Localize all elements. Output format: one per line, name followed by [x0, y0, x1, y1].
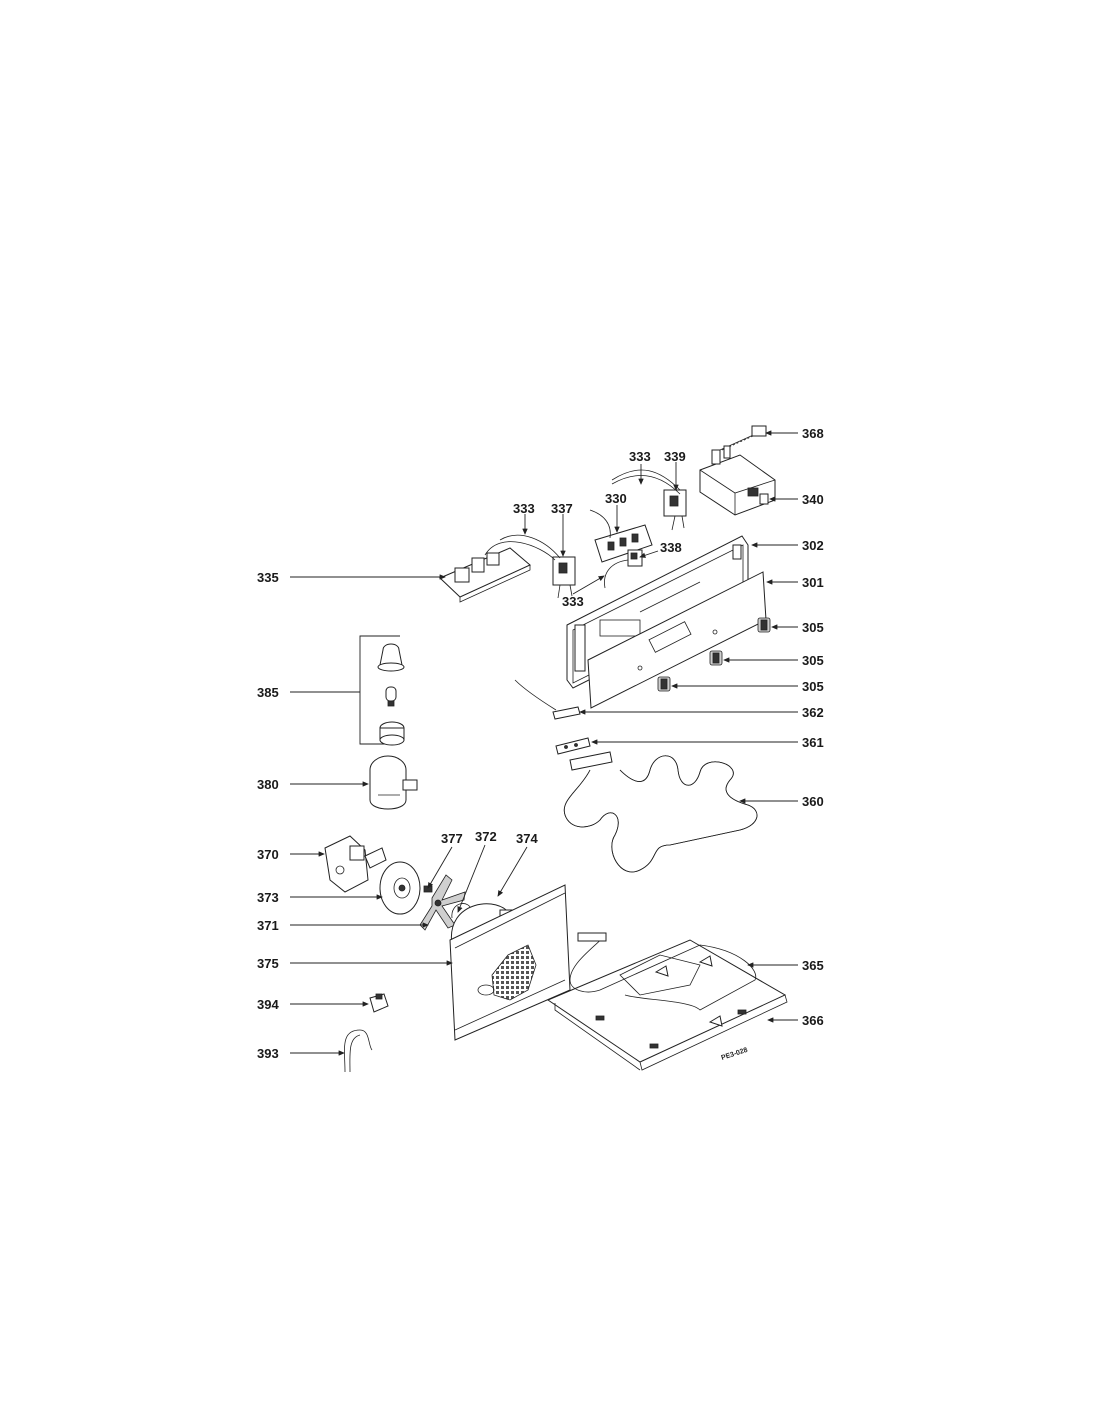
label-338: 338 — [660, 540, 682, 555]
part-340-programmer-module — [699, 445, 776, 516]
part-305-knob-b — [709, 650, 723, 666]
label-333-top: 333 — [629, 449, 651, 464]
label-372: 372 — [475, 829, 497, 844]
part-365-lower-element — [569, 932, 757, 1027]
label-333-left: 333 — [513, 501, 535, 516]
label-305-c: 305 — [802, 679, 824, 694]
label-366: 366 — [802, 1013, 824, 1028]
label-377: 377 — [441, 831, 463, 846]
part-305-knob-c — [657, 676, 671, 692]
part-385-lamp-assembly — [359, 635, 405, 746]
label-305-a: 305 — [802, 620, 824, 635]
part-380-motor — [369, 755, 418, 810]
label-301: 301 — [802, 575, 824, 590]
part-labels: 368 340 333 339 333 337 330 338 333 302 … — [257, 426, 824, 1061]
label-373: 373 — [257, 890, 279, 905]
part-339-switch — [611, 469, 687, 531]
part-375-oven-back-panel — [449, 884, 571, 1041]
label-302: 302 — [802, 538, 824, 553]
label-337: 337 — [551, 501, 573, 516]
part-393-power-cable — [344, 1029, 373, 1073]
label-371: 371 — [257, 918, 279, 933]
part-370-fan-motor — [324, 835, 387, 893]
part-373-fan-plate — [379, 861, 421, 915]
part-377-fan-nut — [423, 885, 433, 893]
part-394-connector — [369, 993, 389, 1013]
label-370: 370 — [257, 847, 279, 862]
label-335: 335 — [257, 570, 279, 585]
part-305-knob-a — [757, 617, 771, 633]
part-371-fan-blade — [419, 874, 466, 931]
label-380: 380 — [257, 777, 279, 792]
label-368: 368 — [802, 426, 824, 441]
part-338-switch — [604, 549, 643, 589]
label-305-b: 305 — [802, 653, 824, 668]
part-360-grill-element — [563, 751, 758, 873]
label-393: 393 — [257, 1046, 279, 1061]
part-361-terminal-plate — [555, 737, 591, 755]
fan-grille — [491, 944, 537, 1001]
part-337-switch — [499, 534, 576, 599]
label-333-bottom: 333 — [562, 594, 584, 609]
part-335-electronic-board — [439, 541, 556, 603]
label-374: 374 — [516, 831, 538, 846]
label-340: 340 — [802, 492, 824, 507]
part-362-sensor — [514, 679, 581, 720]
label-362: 362 — [802, 705, 824, 720]
part-330-selector-switch — [589, 509, 653, 563]
label-330: 330 — [605, 491, 627, 506]
label-365: 365 — [802, 958, 824, 973]
diagram-code: PE3-028 — [720, 1047, 748, 1062]
label-360: 360 — [802, 794, 824, 809]
label-339: 339 — [664, 449, 686, 464]
label-361: 361 — [802, 735, 824, 750]
label-375: 375 — [257, 956, 279, 971]
label-385: 385 — [257, 685, 279, 700]
label-394: 394 — [257, 997, 279, 1012]
leader-lines — [290, 430, 798, 1056]
